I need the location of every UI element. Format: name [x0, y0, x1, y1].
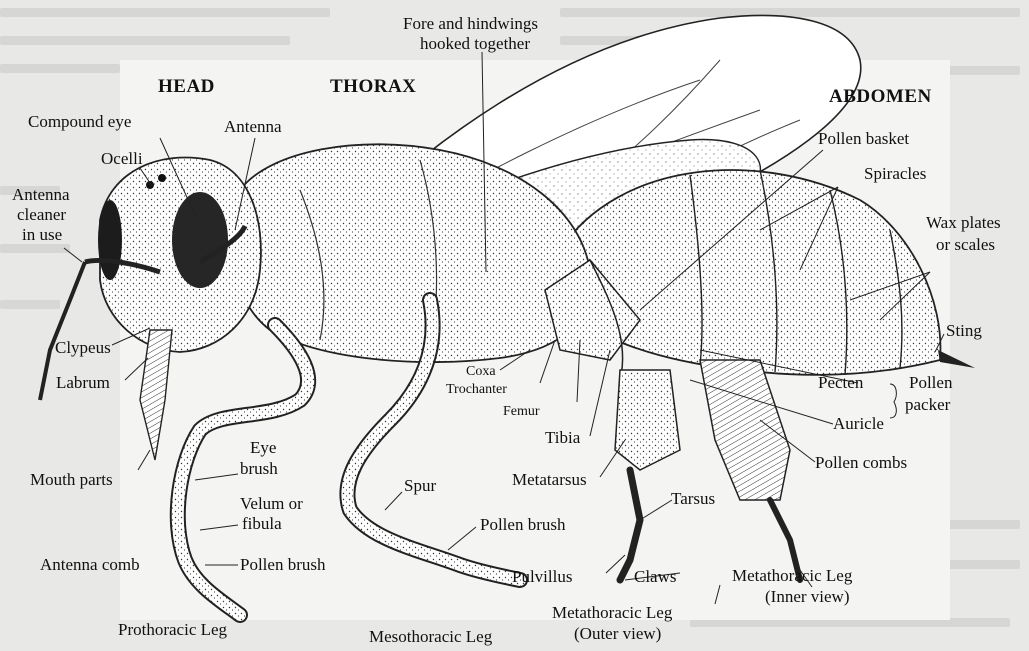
label-eye-brush-line2: brush [240, 459, 278, 478]
label-coxa: Coxa [466, 364, 496, 380]
label-pollen-combs: Pollen combs [815, 453, 907, 472]
label-pecten: Pecten [818, 373, 863, 392]
label-prothoracic-leg: Prothoracic Leg [118, 620, 227, 639]
label-spiracles: Spiracles [864, 164, 926, 183]
label-labrum: Labrum [56, 373, 110, 392]
label-velum-line2: fibula [242, 514, 282, 533]
label-metathoracic-outer-line1: Metathoracic Leg [552, 603, 672, 622]
label-compound-eye: Compound eye [28, 112, 131, 131]
section-head: HEAD [158, 76, 215, 98]
label-trochanter: Trochanter [446, 382, 507, 398]
label-pulvillus: Pulvillus [512, 567, 572, 586]
label-metathoracic-inner-line2: (Inner view) [765, 587, 850, 606]
label-fore-hindwings-line1: Fore and hindwings [403, 14, 538, 33]
label-femur: Femur [503, 404, 540, 420]
label-tibia: Tibia [545, 428, 580, 447]
label-auricle: Auricle [833, 414, 884, 433]
label-clypeus: Clypeus [55, 338, 111, 357]
label-eye-brush-line1: Eye [250, 438, 276, 457]
label-metathoracic-outer-line2: (Outer view) [574, 624, 661, 643]
section-abdomen: ABDOMEN [829, 86, 932, 108]
label-velum-line1: Velum or [240, 494, 303, 513]
label-spur: Spur [404, 476, 436, 495]
label-pollen-packer-line1: Pollen [909, 373, 952, 392]
label-antenna-comb: Antenna comb [40, 555, 140, 574]
label-fore-hindwings-line2: hooked together [420, 34, 530, 53]
compound-eye-shape [172, 192, 228, 288]
label-antenna: Antenna [224, 117, 282, 136]
label-claws: Claws [634, 567, 677, 586]
label-antenna-cleaner-line2: cleaner [17, 205, 66, 224]
label-antenna-cleaner-line1: Antenna [12, 185, 70, 204]
label-pollen-packer-line2: packer [905, 395, 950, 414]
label-wax-plates-line2: or scales [936, 235, 995, 254]
section-thorax: THORAX [330, 76, 416, 98]
label-metatarsus: Metatarsus [512, 470, 587, 489]
label-tarsus: Tarsus [671, 489, 715, 508]
label-pollen-brush-mid: Pollen brush [480, 515, 565, 534]
label-ocelli: Ocelli [101, 149, 143, 168]
label-mesothoracic-leg: Mesothoracic Leg [369, 627, 492, 646]
label-antenna-cleaner-line3: in use [22, 225, 62, 244]
label-pollen-basket: Pollen basket [818, 129, 909, 148]
label-sting: Sting [946, 321, 982, 340]
label-wax-plates-line1: Wax plates [926, 213, 1001, 232]
label-pollen-brush-front: Pollen brush [240, 555, 325, 574]
label-metathoracic-inner-line1: Metathoracic Leg [732, 566, 852, 585]
label-mouth-parts: Mouth parts [30, 470, 113, 489]
